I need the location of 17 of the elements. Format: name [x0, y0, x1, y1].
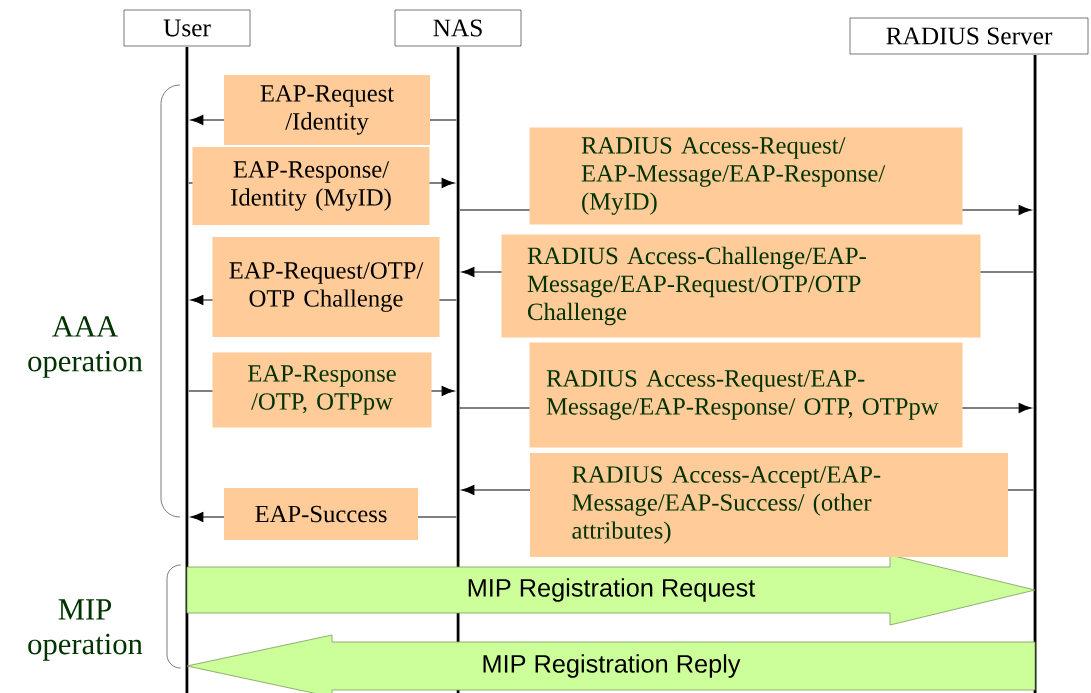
message-label: RADIUS Access-Accept/EAP-Message/EAP-Success/ (other attributes) — [530, 453, 1008, 557]
block-arrow — [186, 554, 1036, 626]
group-label: AAA operation — [28, 316, 143, 378]
edge-label: MIP Registration Reply — [483, 654, 741, 678]
message-label: RADIUS Access-Challenge/EAP-Message/EAP-Request/OTP/OTP Challenge — [501, 234, 981, 338]
lifeline-header: NAS — [394, 9, 522, 47]
message-label: EAP-Request/OTP/ OTP Challenge — [212, 237, 440, 337]
message-label: EAP-Request /Identity — [224, 75, 430, 145]
block-arrow — [186, 634, 1036, 693]
message-label: EAP-Success — [224, 488, 418, 540]
group-label: MIP operation — [28, 599, 143, 661]
lifeline-header: User — [123, 9, 251, 47]
lifeline-header: RADIUS Server — [849, 17, 1089, 55]
edge-label: MIP Registration Request — [468, 578, 756, 602]
message-label: RADIUS Access-Request/ EAP-Message/EAP-Response/ (MyID) — [529, 127, 963, 225]
message-label: RADIUS Access-Request/EAP-Message/EAP-Response/ OTP, OTPpw — [529, 342, 963, 448]
message-label: EAP-Response /OTP, OTPpw — [212, 352, 432, 428]
